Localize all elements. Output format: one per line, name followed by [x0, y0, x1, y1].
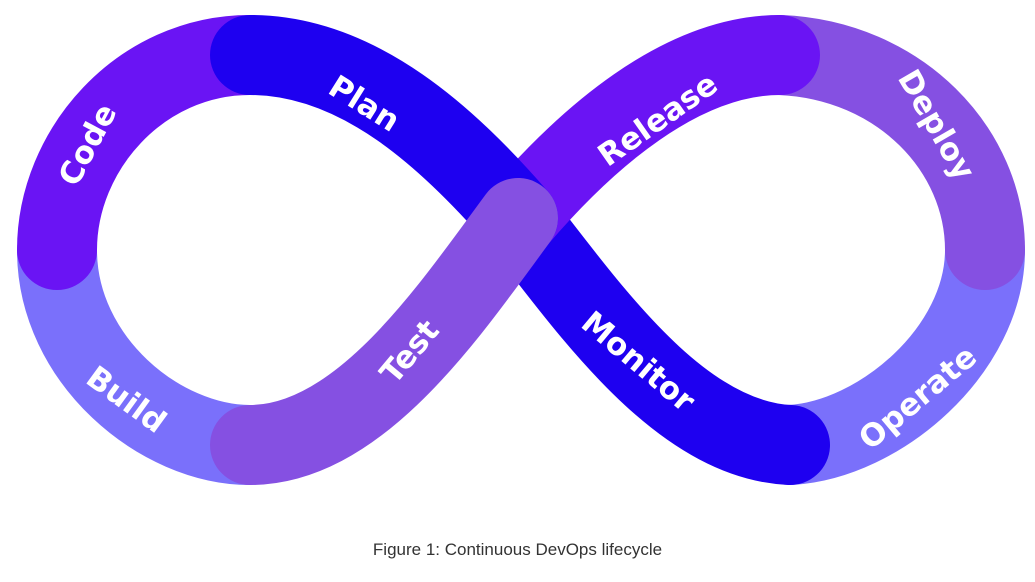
segment-code — [17, 15, 290, 290]
segment-release — [478, 15, 820, 258]
segment-monitor — [478, 178, 830, 485]
segment-deploy — [740, 15, 1025, 290]
segment-plan — [210, 15, 558, 258]
figure-caption: Figure 1: Continuous DevOps lifecycle — [372, 540, 663, 559]
devops-infinity-diagram: Code Plan Build Test Release Deploy Moni… — [17, 15, 1025, 485]
segment-test — [210, 178, 558, 485]
